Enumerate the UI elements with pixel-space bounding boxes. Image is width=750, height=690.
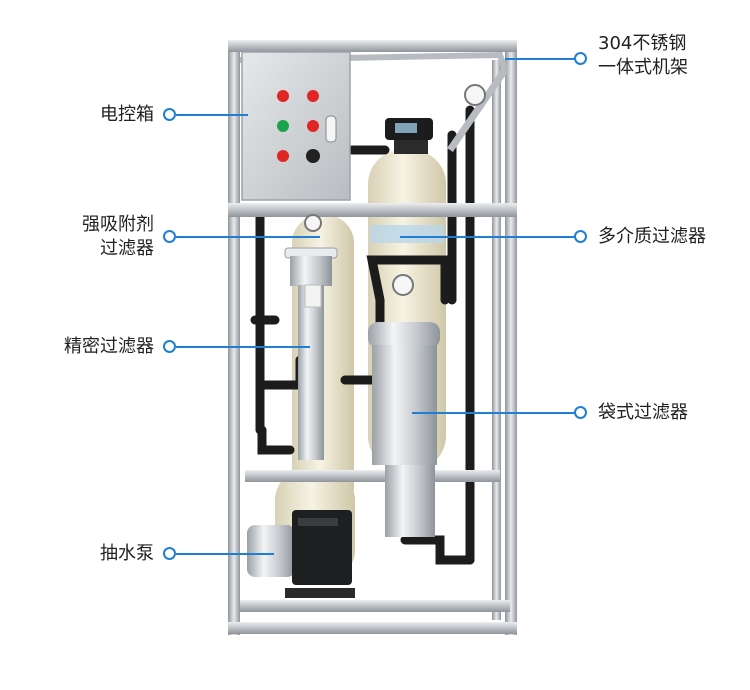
precision-callout-dot	[163, 340, 176, 353]
control-box-callout-line	[176, 114, 248, 116]
pump-callout-dot	[163, 547, 176, 560]
control-box-callout-dot	[163, 108, 176, 121]
frame-callout-label-1: 304不锈钢	[598, 33, 687, 54]
precision-filter	[284, 247, 338, 460]
adsorbent-callout-label-1: 强吸附剂	[82, 214, 154, 235]
frame-callout-line	[505, 58, 574, 60]
bag-filter-callout-line	[412, 412, 574, 414]
frame-callout-dot	[574, 52, 587, 65]
adsorbent-callout-line	[176, 236, 320, 238]
control-box-callout-label: 电控箱	[100, 104, 154, 125]
bag-filter	[368, 322, 440, 537]
pressure-gauges	[304, 84, 486, 296]
adsorbent-callout-dot	[163, 230, 176, 243]
stainless-frame	[228, 40, 517, 635]
bag-filter-callout-label: 袋式过滤器	[598, 402, 688, 423]
pump-callout-label: 抽水泵	[100, 543, 154, 564]
bag-filter-callout-dot	[574, 406, 587, 419]
control-box	[241, 51, 351, 201]
multimedia-callout-dot	[574, 230, 587, 243]
frame-callout-label-2: 一体式机架	[598, 57, 688, 78]
pump-callout-line	[176, 553, 274, 555]
multimedia-callout-line	[400, 236, 574, 238]
multimedia-callout-label: 多介质过滤器	[598, 226, 706, 247]
precision-callout-label: 精密过滤器	[64, 336, 154, 357]
precision-callout-line	[176, 346, 310, 348]
adsorbent-callout-label-2: 过滤器	[100, 238, 154, 259]
pump	[247, 510, 355, 598]
control-valve-head	[385, 118, 433, 154]
